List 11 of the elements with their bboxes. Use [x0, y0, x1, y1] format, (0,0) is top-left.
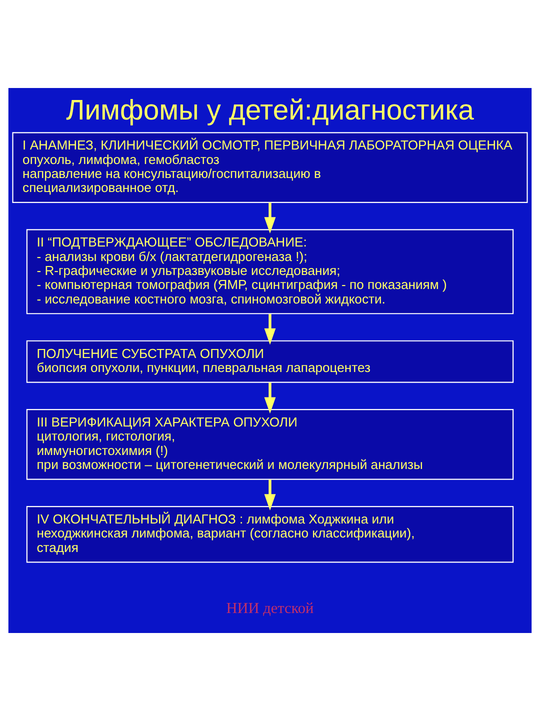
- arrow: [264, 479, 276, 510]
- arrow: [264, 314, 276, 344]
- diagram-title: Лимфомы у детей:диагностика: [66, 94, 474, 126]
- label: НИИ детской: [226, 600, 314, 617]
- node-box: II “ПОДТВЕРЖДАЮЩЕЕ” ОБСЛЕДОВАНИЕ: - анализы крови б/х (лактатдегидрогеназа !); - R-графические и ультразвуковые исследования; - компьютерная томография (ЯМР, сцинтиграфия - по показаниям ) - исследование костного мозга, спиномозговой жидкости.: [26, 228, 514, 314]
- node-box: ПОЛУЧЕНИЕ СУБСТРАТА ОПУХОЛИ биопсия опухоли, пункции, плевральная лапароцентез: [26, 340, 514, 382]
- arrow: [264, 202, 276, 233]
- arrow: [264, 382, 276, 414]
- node-box: III ВЕРИФИКАЦИЯ ХАРАКТЕРА ОПУХОЛИ цитология, гистология, иммуногистохимия (!) при возможности – цитогенетический и молекулярный анализы: [26, 408, 514, 480]
- node-box: IV ОКОНЧАТЕЛЬНЫЙ ДИАГНОЗ : лимфома Ходжкина или неходжкинская лимфома, вариант (согласно классификации), стадия: [26, 506, 514, 562]
- node-box: I АНАМНЕЗ, КЛИНИЧЕСКИЙ ОСМОТР, ПЕРВИЧНАЯ ЛАБОРАТОРНАЯ ОЦЕНКА опухоль, лимфома, гемобластоз направление на консультацию/госпитализацию в специализированное отд.: [12, 132, 528, 202]
